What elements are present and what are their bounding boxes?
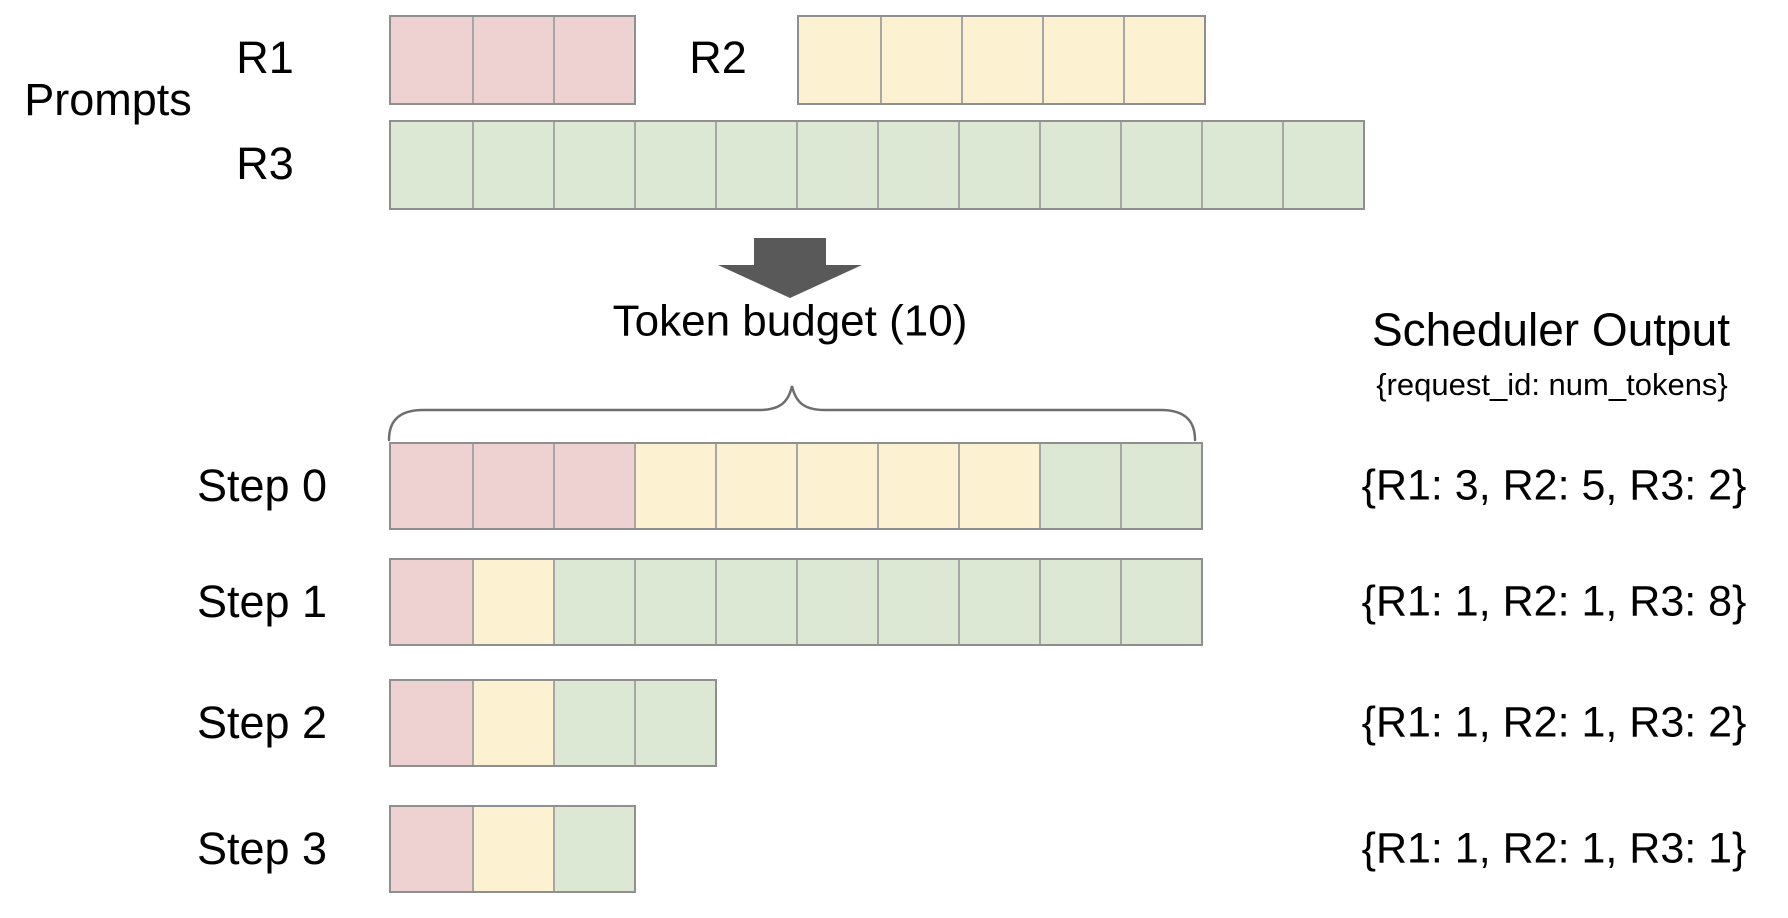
r1-token-cell xyxy=(391,560,472,644)
step-label-3: Step 3 xyxy=(196,823,328,875)
r1-token-cell xyxy=(553,444,634,528)
step-row-2 xyxy=(389,679,717,767)
r3-token-cell xyxy=(472,122,553,208)
scheduler-step-output-3: {R1: 1, R2: 1, R3: 1} xyxy=(1361,824,1747,873)
step-row-0 xyxy=(389,442,1203,530)
token-budget-brace xyxy=(387,385,1197,442)
prompt-row-label-r3: R3 xyxy=(236,138,294,190)
scheduler-step-output-1: {R1: 1, R2: 1, R3: 8} xyxy=(1361,577,1747,626)
r2-token-cell xyxy=(1042,17,1123,103)
token-budget-label: Token budget (10) xyxy=(612,296,968,346)
r3-token-cell xyxy=(634,560,715,644)
scheduler-step-output-2: {R1: 1, R2: 1, R3: 2} xyxy=(1361,698,1747,747)
r1-token-cell xyxy=(391,17,472,103)
r3-token-cell xyxy=(1120,122,1201,208)
r3-token-cell xyxy=(553,681,634,765)
r2-token-cell xyxy=(961,17,1042,103)
scheduler-output-subtitle: {request_id: num_tokens} xyxy=(1376,367,1728,403)
step-label-2: Step 2 xyxy=(196,697,328,749)
r1-token-cell xyxy=(391,681,472,765)
prompts-section-label: Prompts xyxy=(24,74,192,126)
r2-token-cell xyxy=(472,681,553,765)
prompt-row-r3 xyxy=(389,120,1365,210)
prompt-row-r1 xyxy=(389,15,636,105)
r3-token-cell xyxy=(553,807,634,891)
r2-token-cell xyxy=(634,444,715,528)
r3-token-cell xyxy=(553,560,634,644)
r3-token-cell xyxy=(715,560,796,644)
r2-token-cell xyxy=(799,17,880,103)
r3-token-cell xyxy=(634,681,715,765)
prompt-row-r2 xyxy=(797,15,1206,105)
r3-token-cell xyxy=(634,122,715,208)
r1-token-cell xyxy=(553,17,634,103)
r3-token-cell xyxy=(1039,444,1120,528)
r1-token-cell xyxy=(472,444,553,528)
r2-token-cell xyxy=(472,807,553,891)
r3-token-cell xyxy=(1039,560,1120,644)
r1-token-cell xyxy=(391,807,472,891)
r3-token-cell xyxy=(877,560,958,644)
r3-token-cell xyxy=(1039,122,1120,208)
step-label-0: Step 0 xyxy=(196,460,328,512)
r3-token-cell xyxy=(1201,122,1282,208)
r1-token-cell xyxy=(391,444,472,528)
r2-token-cell xyxy=(958,444,1039,528)
r2-token-cell xyxy=(472,560,553,644)
r3-token-cell xyxy=(877,122,958,208)
step-row-3 xyxy=(389,805,636,893)
r2-token-cell xyxy=(1123,17,1204,103)
r3-token-cell xyxy=(1120,560,1201,644)
r2-token-cell xyxy=(715,444,796,528)
r2-token-cell xyxy=(796,444,877,528)
r3-token-cell xyxy=(958,122,1039,208)
r2-token-cell xyxy=(877,444,958,528)
r3-token-cell xyxy=(1282,122,1363,208)
r2-token-cell xyxy=(880,17,961,103)
prompt-row-label-r2: R2 xyxy=(689,32,747,84)
down-arrow-icon xyxy=(718,238,862,298)
r3-token-cell xyxy=(391,122,472,208)
scheduler-step-output-0: {R1: 3, R2: 5, R3: 2} xyxy=(1361,461,1747,510)
r3-token-cell xyxy=(715,122,796,208)
r3-token-cell xyxy=(958,560,1039,644)
scheduler-output-title: Scheduler Output xyxy=(1371,303,1731,356)
r3-token-cell xyxy=(1120,444,1201,528)
r3-token-cell xyxy=(553,122,634,208)
prompt-row-label-r1: R1 xyxy=(236,32,294,84)
step-label-1: Step 1 xyxy=(196,576,328,628)
r3-token-cell xyxy=(796,560,877,644)
step-row-1 xyxy=(389,558,1203,646)
r1-token-cell xyxy=(472,17,553,103)
r3-token-cell xyxy=(796,122,877,208)
